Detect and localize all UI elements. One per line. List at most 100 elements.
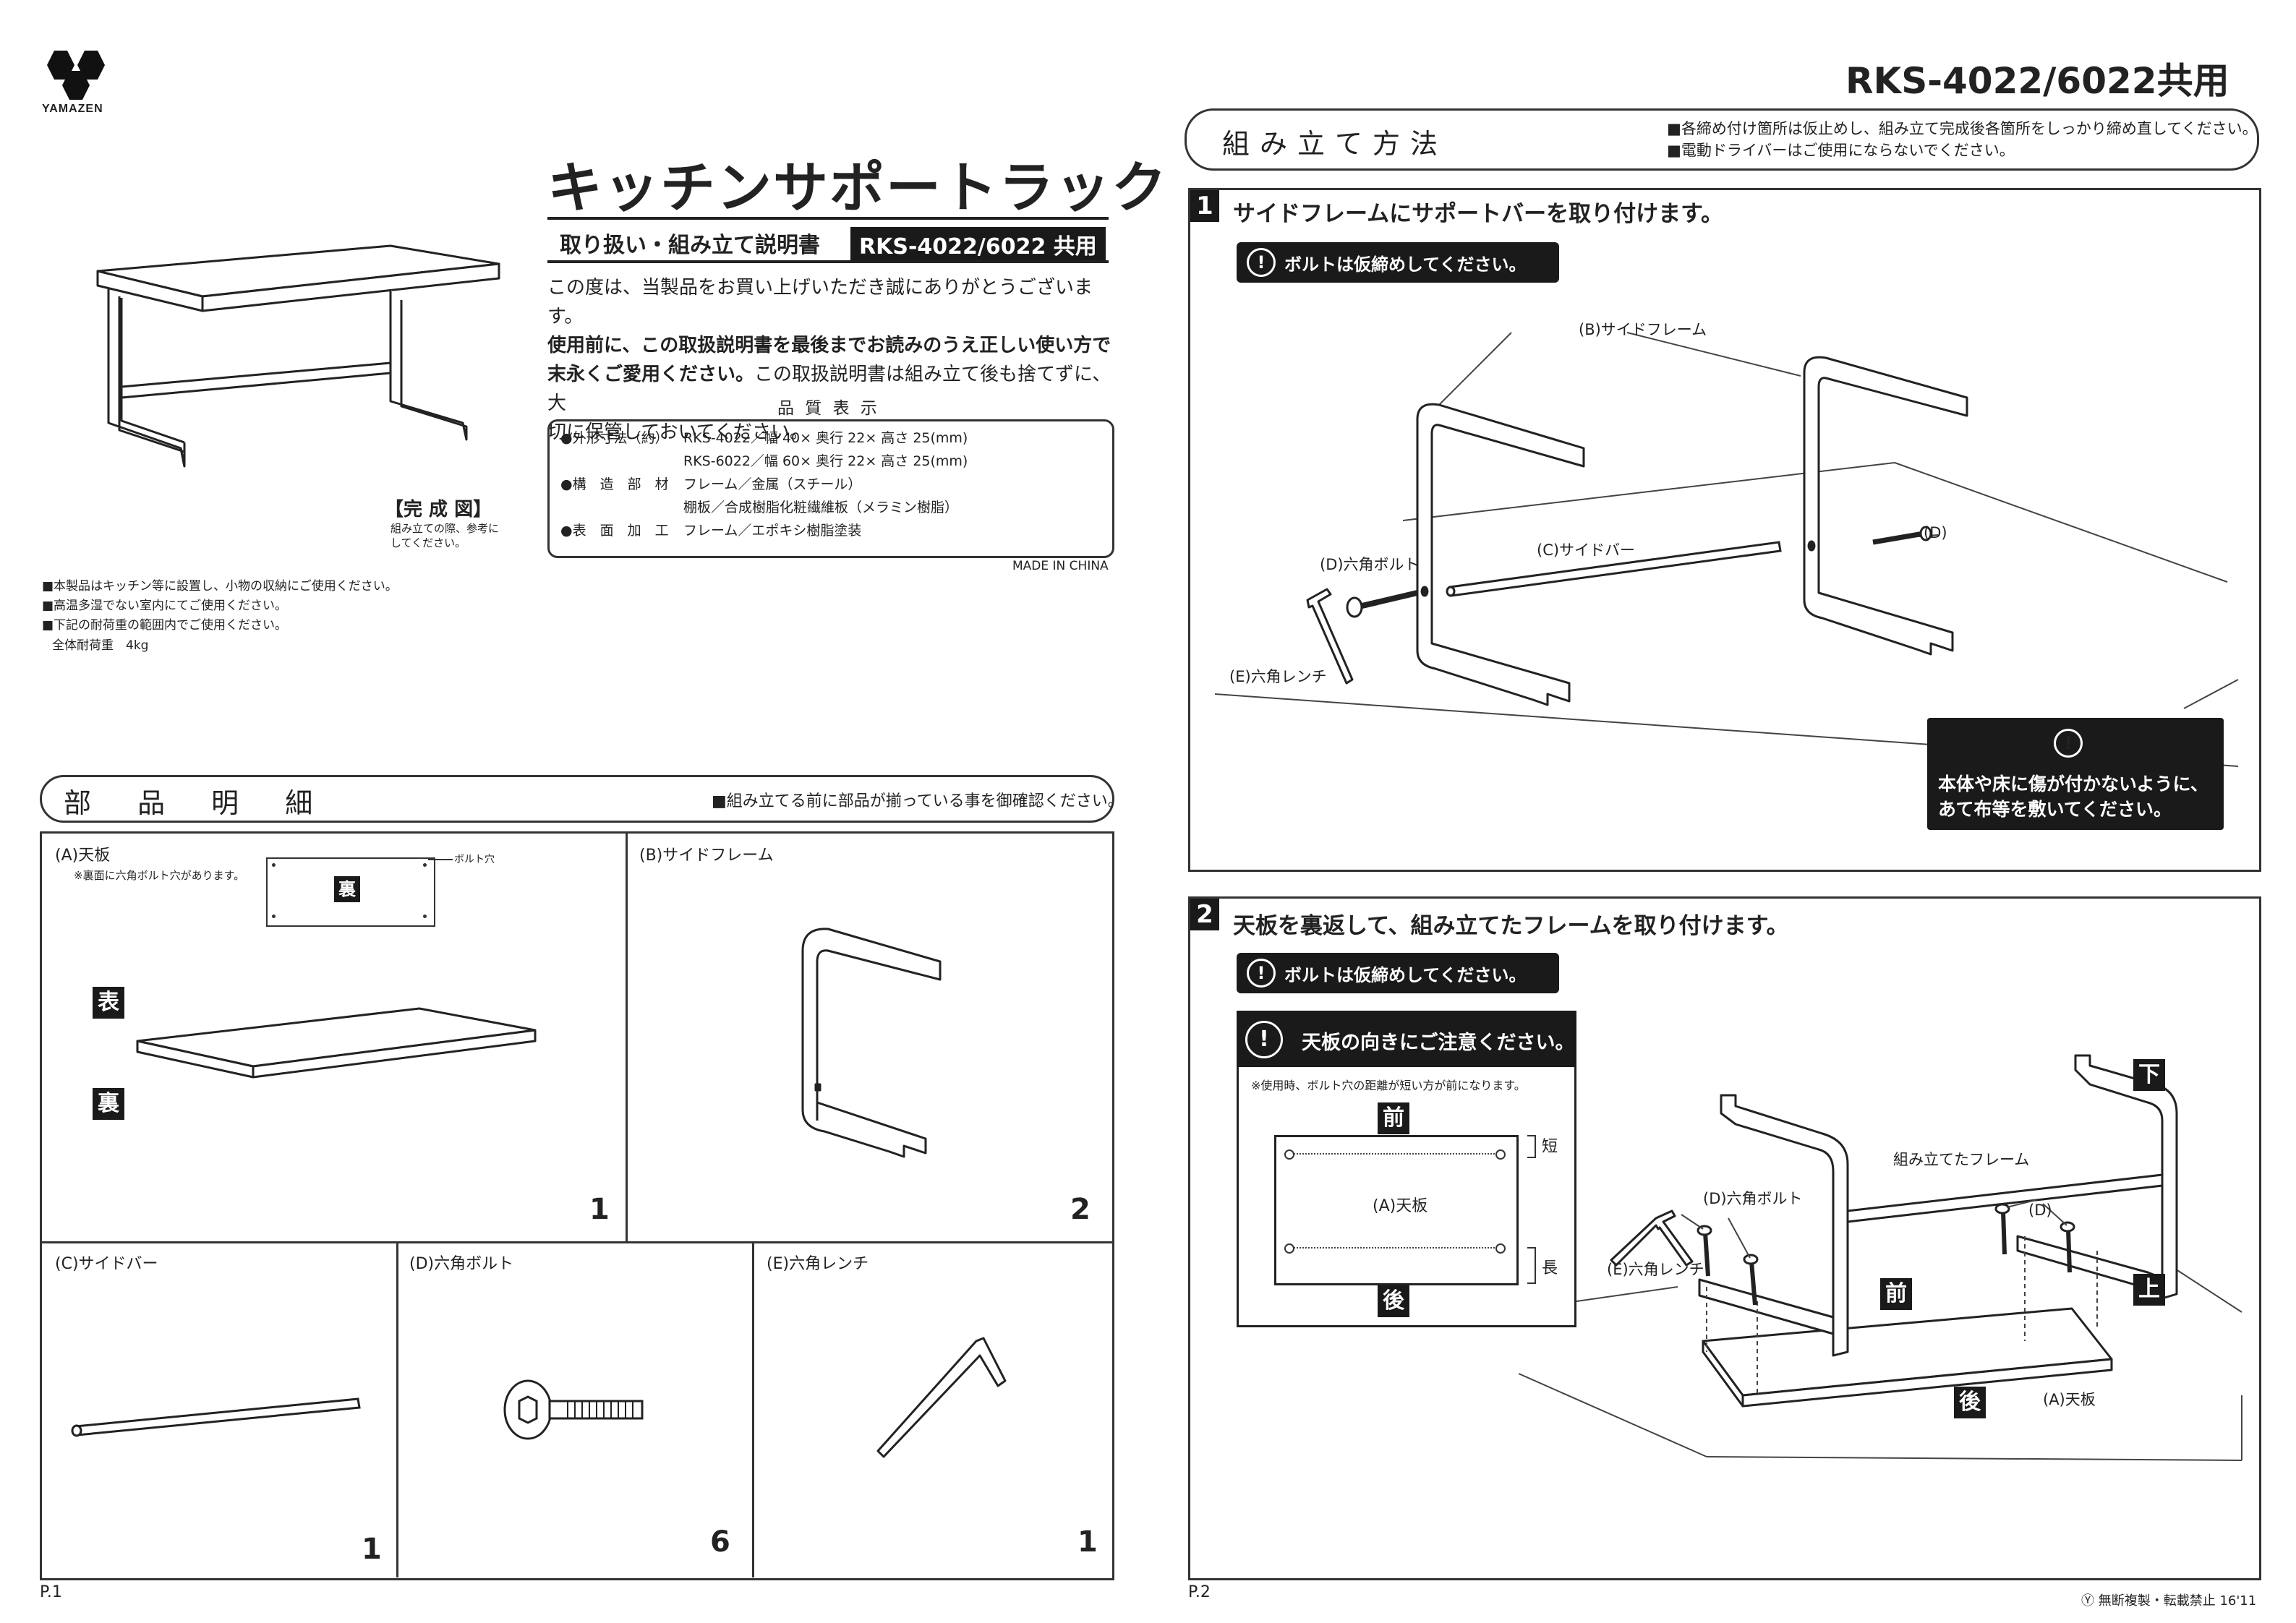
part-c-count: 1 [362,1533,382,1566]
step2-down-mark: 下 [2133,1059,2165,1091]
step1-warning: ! ボルトは仮締めしてください。 [1237,242,1559,283]
step1-number: 1 [1190,190,1219,222]
completed-note-1: 組み立ての際、参考に [391,522,500,535]
part-e-count: 1 [1077,1525,1098,1559]
bolt-hole-4 [423,915,427,918]
brand-name: YAMAZEN [42,103,103,115]
page-title: キッチンサポートラック [547,155,1168,220]
short-dotted-line [1289,1153,1500,1155]
intro-line-3: 末永くご愛用ください。この取扱説明書は組み立て後も捨てずに、大 [547,360,1119,418]
grid-vline-bottom-2 [752,1241,754,1577]
step2-frame [1188,896,2261,1580]
title-underline [547,217,1109,220]
intro-line-1: この度は、当製品をお買い上げいただき誠にありがとうございます。 [547,277,1093,327]
completed-note-2: してください。 [391,536,466,549]
spec-row1-value: RKS-4022／幅 40× 奥行 22× 高さ 25(mm) [683,430,968,446]
orientation-top-label: (A)天板 [1373,1197,1428,1215]
orientation-front-mark: 前 [1378,1102,1409,1134]
step1-side-frame-label: (B)サイドフレーム [1579,321,1707,338]
spec-row4-value: 棚板／合成樹脂化粧繊維板（メラミン樹脂） [683,500,959,515]
orient-hole-1 [1284,1149,1294,1160]
part-c-side-bar [71,1397,361,1437]
parts-section-note: ■組み立てる前に部品が揃っている事を御確認ください。 [712,792,1124,810]
long-bracket [1527,1247,1536,1284]
step2-up-mark: 上 [2133,1274,2165,1306]
orientation-back-mark: 後 [1378,1285,1409,1317]
step1-wrench-label: (E)六角レンチ [1229,668,1327,685]
part-a-underside-mark: 裏 [93,1088,124,1120]
orientation-title: 天板の向きにご注意ください。 [1302,1032,1575,1054]
caution-exclamation-icon: ! [2054,729,2083,758]
part-a-label: (A)天板 [55,847,111,865]
intro-line-4: 切に保管しておいてください。 [547,421,808,443]
page2-number: P.2 [1188,1583,1211,1601]
caution-line-1: 本体や床に傷が付かないように、 [1938,774,2208,795]
spec-row5-label: ●表 面 加 工 [560,523,669,539]
step2-wrench-label: (E)六角レンチ [1607,1261,1704,1278]
step2-warning-text: ボルトは仮締めしてください。 [1284,964,1527,985]
note-1: ■本製品はキッチン等に設置し、小物の収納にご使用ください。 [42,579,398,594]
assembly-note-1: ■各締め付け箇所は仮止めし、組み立て完成後各箇所をしっかり締め直してください。 [1667,120,2258,137]
part-a-top-board [136,1007,537,1079]
hex-wrench-icon [876,1337,1007,1458]
spec-row3-value: フレーム／金属（スチール） [683,476,862,492]
caution-line-2: あて布等を敷いてください。 [1938,799,2172,820]
bolt-hole-3 [272,915,276,918]
made-in: MADE IN CHINA [1012,559,1109,573]
part-a-note: ※裏面に六角ボルト穴があります。 [74,869,245,882]
grid-vline-top [626,831,628,1243]
step2-bolt-label: (D)六角ボルト [1703,1190,1803,1207]
grid-vline-bottom-1 [396,1241,398,1577]
parts-section-title: 部 品 明 細 [64,787,332,819]
hex-bolt-icon [503,1379,644,1440]
short-bracket [1527,1135,1536,1158]
spec-row2-value: RKS-6022／幅 60× 奥行 22× 高さ 25(mm) [683,453,968,469]
parts-grid [40,831,1114,1580]
part-e-label: (E)六角レンチ [767,1255,869,1273]
orientation-short-label: 短 [1542,1138,1558,1156]
page1-number: P.1 [40,1583,62,1601]
spec-row3-label: ●構 造 部 材 [560,476,669,492]
assembly-note-2: ■電動ドライバーはご使用にならないでください。 [1667,142,2015,159]
step1-d-label: (D) [1924,524,1947,541]
part-d-label: (D)六角ボルト [409,1255,514,1273]
step2-back-mark: 後 [1954,1387,1986,1418]
part-a-count: 1 [589,1193,610,1226]
bolt-hole-1 [272,863,276,867]
exclamation-icon: ! [1247,248,1276,277]
copyright: Ⓨ 無断複製・転載禁止 16'11 [2081,1593,2257,1609]
step1-diagram [1214,332,2239,767]
intro-text: この度は、当製品をお買い上げいただき誠にありがとうございます。 使用前に、この取… [547,273,1119,447]
spec-box [547,419,1114,558]
orient-hole-3 [1284,1243,1294,1254]
part-c-label: (C)サイドバー [55,1255,158,1273]
completed-rack-drawing [96,244,500,468]
spec-row1-label: ●外形寸法（約） [560,430,669,446]
step1-title: サイドフレームにサポートバーを取り付けます。 [1233,201,1723,227]
subtitle-underline [547,260,1109,263]
part-b-count: 2 [1070,1193,1091,1226]
orient-hole-2 [1495,1149,1506,1160]
part-a-front-mark: 表 [93,987,124,1019]
part-d-count: 6 [710,1525,730,1559]
orientation-top-board [1274,1135,1519,1285]
intro-line-2: 使用前に、この取扱説明書を最後までお読みのうえ正しい使い方で [547,335,1111,356]
orient-hole-4 [1495,1243,1506,1254]
intro-line-3a: 末永くご愛用ください。 [547,364,755,385]
quality-label: 品 質 表 示 [777,399,880,418]
spec-row5-value: フレーム／エポキシ樹脂塗装 [683,523,862,539]
part-a-back-panel [266,857,435,927]
orientation-header [1237,1011,1576,1067]
hole-leader [428,859,453,860]
step2-front-mark: 前 [1880,1278,1912,1310]
orientation-note: ※使用時、ボルト穴の距離が短い方が前になります。 [1251,1079,1526,1092]
step2-number: 2 [1190,899,1219,930]
note-2: ■高温多湿でない室内にてご使用ください。 [42,599,288,613]
parts-section-header [40,775,1114,823]
page-subtitle: 取り扱い・組み立て説明書 [560,233,820,258]
step1-frame [1188,188,2261,872]
step1-bar-label: (C)サイドバー [1537,541,1636,559]
step2-title: 天板を裏返して、組み立てたフレームを取り付けます。 [1233,913,1789,939]
step2-frame-label: 組み立てたフレーム [1893,1151,2030,1168]
model-badge: RKS-4022/6022 共用 [850,227,1106,262]
